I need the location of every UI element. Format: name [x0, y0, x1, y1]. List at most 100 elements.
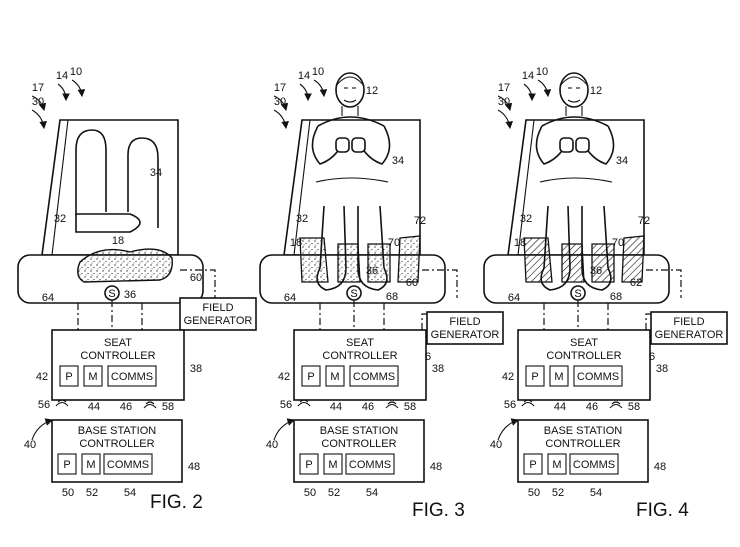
- sensor-label: S: [574, 288, 581, 300]
- ref-42: 42: [502, 371, 514, 383]
- pad-left: [524, 238, 552, 282]
- seat-controller-label-1: SEAT: [346, 337, 374, 349]
- ref-14: 14: [298, 70, 310, 82]
- ref-52: 52: [328, 487, 340, 499]
- pad-center-left: [338, 244, 360, 282]
- ref-46: 46: [120, 401, 132, 413]
- ref-34: 34: [150, 167, 162, 179]
- ref-50: 50: [528, 487, 540, 499]
- ref-60: 60: [406, 277, 418, 289]
- ref-18: 18: [290, 237, 302, 249]
- seat-m-label: M: [554, 371, 563, 383]
- seat-controller-label-2: CONTROLLER: [546, 350, 621, 362]
- base-station-label-1: BASE STATION: [544, 425, 622, 437]
- ref-56: 56: [280, 399, 292, 411]
- ref-36: 36: [124, 289, 136, 301]
- cushion-left: [76, 130, 106, 215]
- base-m-label: M: [552, 459, 561, 471]
- ref-12: 12: [590, 85, 602, 97]
- seat-comms-label: COMMS: [353, 371, 395, 383]
- field-generator-label-2: GENERATOR: [184, 315, 253, 327]
- seat-p-label: P: [307, 371, 314, 383]
- seat-p-label: P: [65, 371, 72, 383]
- ref-17: 17: [32, 82, 44, 94]
- arrow-10: [538, 80, 548, 96]
- sensing-pad-60: [78, 249, 173, 282]
- seat-controller-label-2: CONTROLLER: [322, 350, 397, 362]
- ref-56: 56: [504, 399, 516, 411]
- field-generator-label-1: FIELD: [202, 302, 233, 314]
- sensor-label: S: [350, 288, 357, 300]
- figure-caption: FIG. 4: [636, 500, 689, 521]
- arrow-30: [32, 110, 44, 128]
- ref-10: 10: [70, 66, 82, 78]
- ref-48: 48: [188, 461, 200, 473]
- ref-40: 40: [266, 439, 278, 451]
- ref-70: 70: [388, 237, 400, 249]
- wireless-58-icon: [144, 402, 156, 408]
- base-p-label: P: [529, 459, 536, 471]
- base-comms-label: COMMS: [107, 459, 149, 471]
- field-generator-label-2: GENERATOR: [655, 329, 724, 341]
- ref-64: 64: [42, 292, 54, 304]
- ref-42: 42: [36, 371, 48, 383]
- seat-comms-label: COMMS: [111, 371, 153, 383]
- seat-controller-label-1: SEAT: [570, 337, 598, 349]
- ref-10: 10: [536, 66, 548, 78]
- ref-46: 46: [362, 401, 374, 413]
- ref-38: 38: [190, 363, 202, 375]
- ref-48: 48: [430, 461, 442, 473]
- ref-10: 10: [312, 66, 324, 78]
- ref-50: 50: [304, 487, 316, 499]
- wireless-56-icon: [298, 400, 310, 406]
- ref-44: 44: [554, 401, 566, 413]
- arrow-30: [274, 110, 286, 128]
- ref-40: 40: [490, 439, 502, 451]
- arrow-40: [32, 420, 52, 440]
- ref-68: 68: [610, 291, 622, 303]
- ref-58: 58: [404, 401, 416, 413]
- ref-68: 68: [386, 291, 398, 303]
- arrow-10: [72, 80, 82, 96]
- ref-58: 58: [628, 401, 640, 413]
- figure-caption: FIG. 2: [150, 492, 203, 513]
- ref-54: 54: [590, 487, 602, 499]
- occupant-right-fist: [576, 138, 589, 152]
- seat-controller-label-2: CONTROLLER: [80, 350, 155, 362]
- ref-40: 40: [24, 439, 36, 451]
- ref-62: 62: [630, 277, 642, 289]
- wireless-58-icon: [610, 402, 622, 408]
- ref-72: 72: [414, 215, 426, 227]
- field-generator-label-2: GENERATOR: [431, 329, 500, 341]
- ref-38: 38: [432, 363, 444, 375]
- ref-34: 34: [616, 155, 628, 167]
- ref-36: 36: [366, 265, 378, 277]
- ref-48: 48: [654, 461, 666, 473]
- arrow-14: [58, 84, 66, 100]
- wireless-58-icon: [386, 402, 398, 408]
- sensor-label: S: [108, 288, 115, 300]
- ref-36: 36: [590, 265, 602, 277]
- base-station-label-1: BASE STATION: [320, 425, 398, 437]
- figure-3: 17141030SFIELDGENERATOR66SEATCONTROLLERP…: [260, 66, 503, 521]
- ref-32: 32: [54, 213, 66, 225]
- ref-38: 38: [656, 363, 668, 375]
- pad-left: [300, 238, 328, 282]
- arrow-40: [498, 420, 518, 440]
- ref-17: 17: [274, 82, 286, 94]
- ref-58: 58: [162, 401, 174, 413]
- ref-14: 14: [522, 70, 534, 82]
- field-generator-label-1: FIELD: [449, 316, 480, 328]
- base-comms-label: COMMS: [573, 459, 615, 471]
- ref-52: 52: [86, 487, 98, 499]
- wireless-56-icon: [522, 400, 534, 406]
- ref-56: 56: [38, 399, 50, 411]
- ref-44: 44: [88, 401, 100, 413]
- arrow-14: [524, 84, 532, 100]
- figure-4: 17141030SFIELDGENERATOR66SEATCONTROLLERP…: [484, 66, 727, 521]
- arrow-14: [300, 84, 308, 100]
- ref-32: 32: [520, 213, 532, 225]
- seat-p-label: P: [531, 371, 538, 383]
- base-m-label: M: [328, 459, 337, 471]
- field-generator-label-1: FIELD: [673, 316, 704, 328]
